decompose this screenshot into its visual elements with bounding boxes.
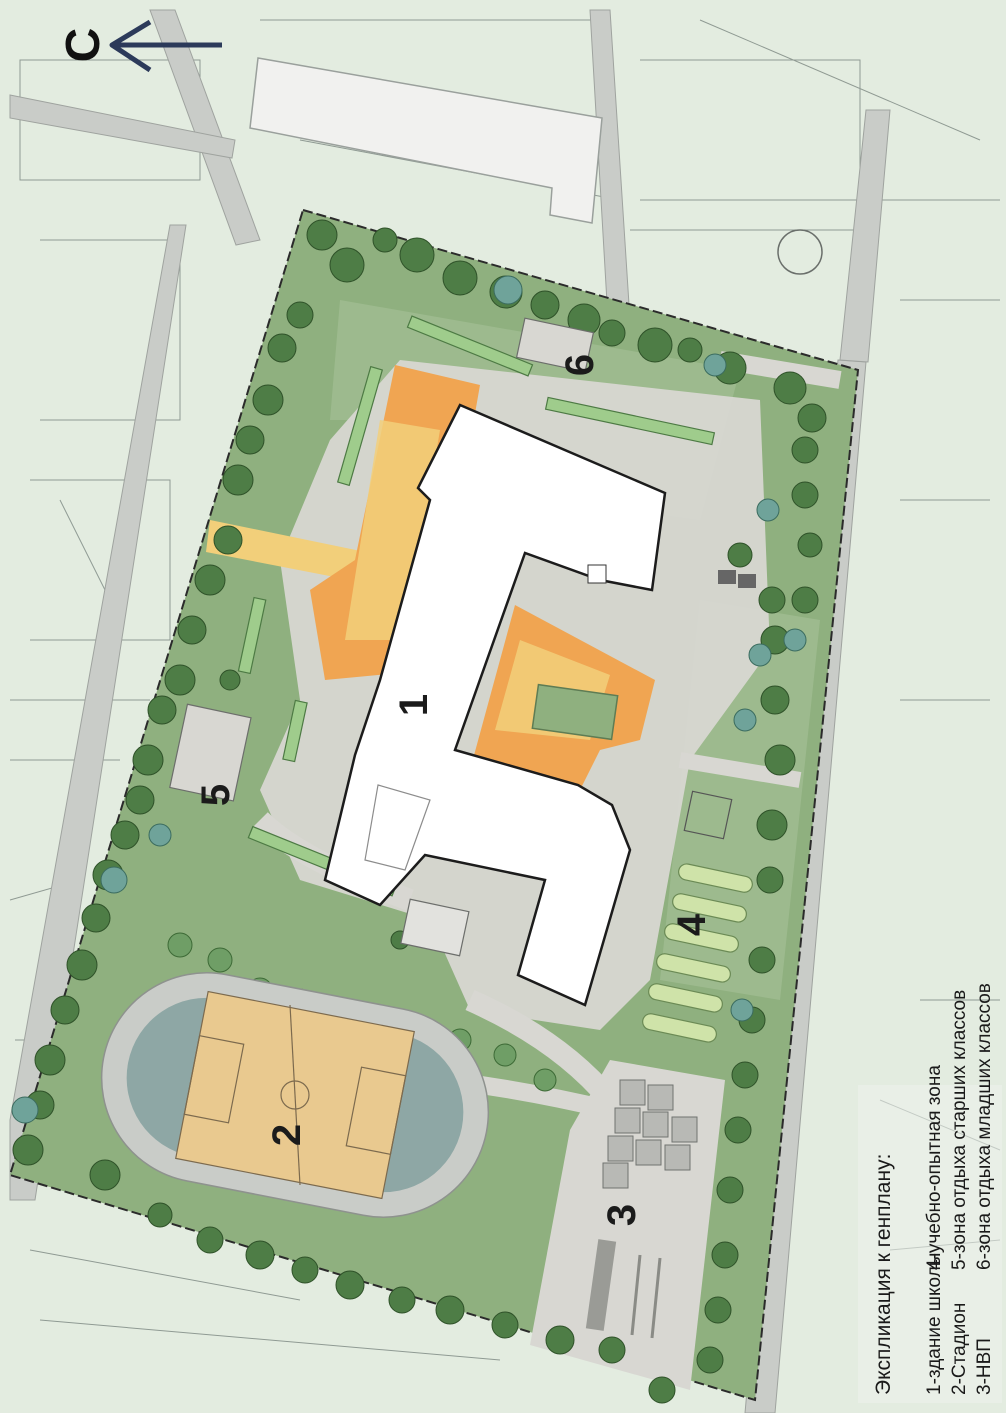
zone-label-4: 4 (670, 913, 714, 936)
legend-title: Экспликация к генплану: (872, 1154, 895, 1395)
road-left-diagonal (149, 9, 261, 246)
legend-item-5: 5-зона отдыха старших классов (949, 990, 970, 1270)
road-west-boundary (9, 224, 187, 1201)
north-arrow-head (109, 19, 152, 73)
bins-b (738, 574, 756, 588)
north-letter: С (57, 28, 110, 63)
fountain (400, 898, 470, 957)
stadium (100, 972, 490, 1218)
experimental-plots (642, 863, 753, 1043)
legend: Экспликация к генплану: 1-здание школы 2… (858, 983, 1002, 1403)
existing-well (777, 229, 823, 275)
legend-item-4: 4-учебно-опытная зона (924, 1065, 945, 1270)
nvp-area (585, 1079, 698, 1339)
pavilion-5 (169, 703, 252, 802)
zone-label-1: 1 (392, 694, 436, 716)
zone-label-3: 3 (600, 1204, 644, 1226)
legend-item-6: 6-зона отдыха младших классов (974, 983, 995, 1270)
entrance-box (587, 564, 607, 584)
gazebo-4 (683, 790, 733, 840)
pavilion-6 (515, 317, 595, 373)
school-wing-a (364, 784, 431, 871)
zone-label-5: 5 (194, 784, 238, 806)
trees (11, 219, 827, 1404)
zone-label-6: 6 (558, 354, 602, 376)
bins-a (718, 570, 736, 584)
road-right-upper (839, 109, 891, 363)
legend-item-2: 2-Стадион (949, 1303, 970, 1395)
zone-label-2: 2 (265, 1124, 309, 1146)
legend-item-3: 3-НВП (974, 1338, 995, 1395)
north-arrow: С (57, 19, 222, 73)
road-top (9, 94, 236, 159)
legend-item-1: 1-здание школы (924, 1253, 945, 1395)
existing-building (249, 57, 603, 224)
